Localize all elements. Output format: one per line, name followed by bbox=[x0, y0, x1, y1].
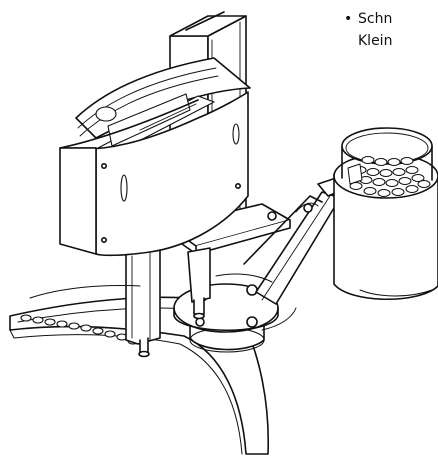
bullet-icon: • bbox=[344, 11, 353, 27]
sampling-probe bbox=[125, 243, 161, 358]
tray-sample-tubes bbox=[20, 314, 139, 345]
wash-station bbox=[173, 247, 279, 353]
sample-carousel bbox=[333, 127, 438, 301]
carousel-sample-tubes bbox=[349, 156, 431, 197]
caption-line-1: Schn bbox=[358, 11, 393, 27]
motion-lines bbox=[29, 273, 433, 331]
main-housing bbox=[59, 57, 251, 257]
caption-line-2: Klein bbox=[358, 33, 393, 49]
caption-text: • Schn Klein bbox=[344, 8, 438, 68]
